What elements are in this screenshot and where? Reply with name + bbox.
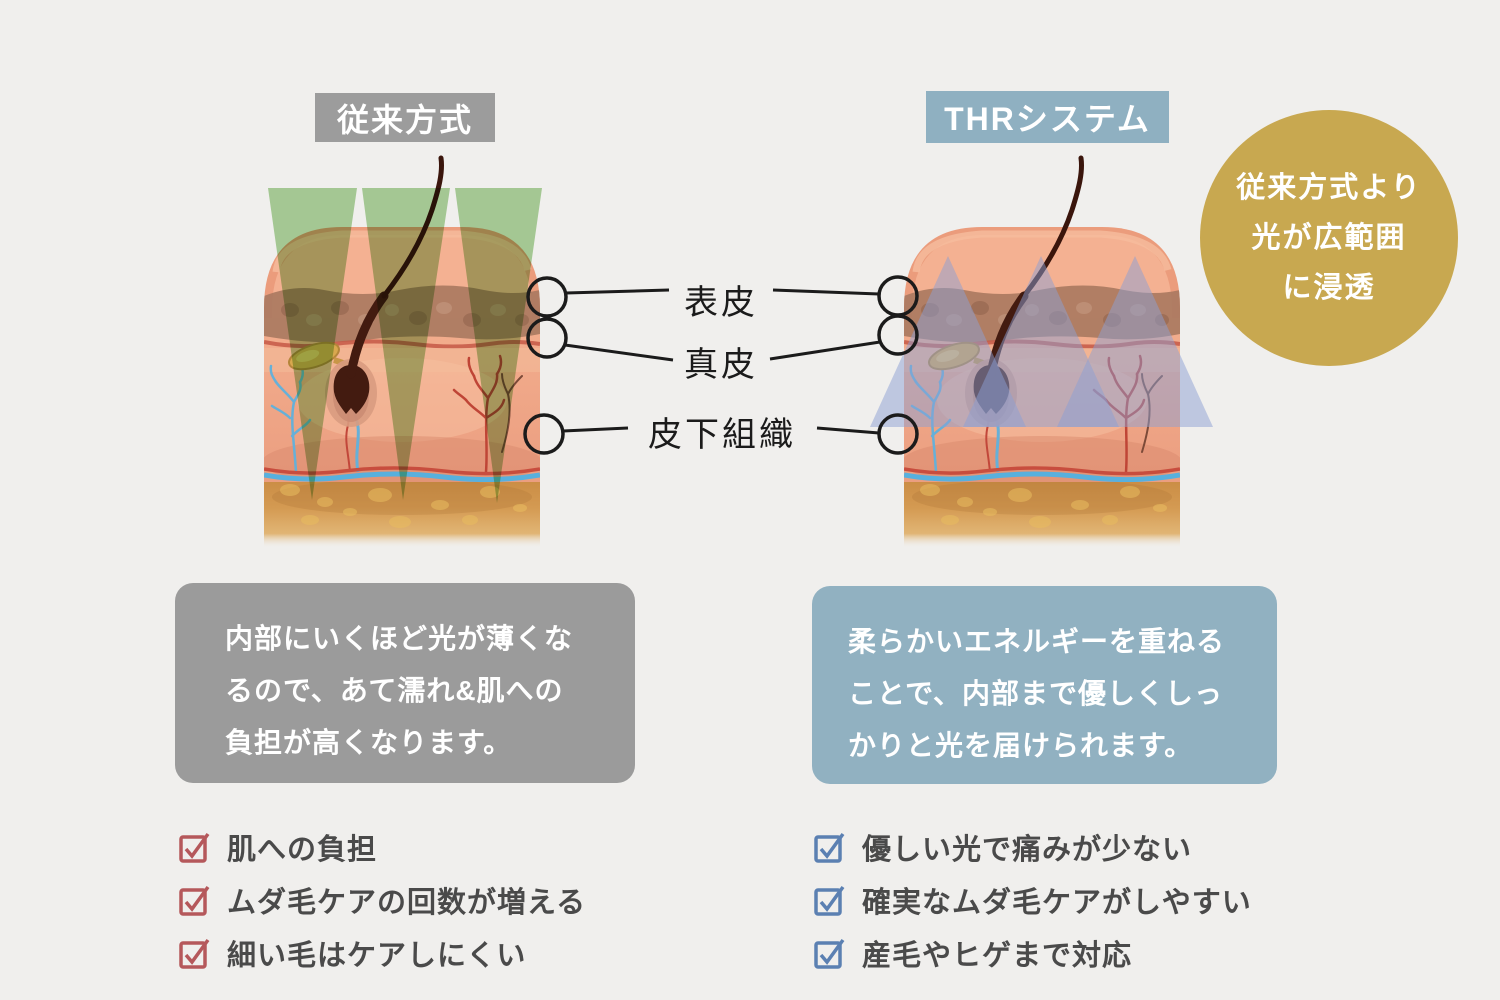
- list-item: 肌への負担: [178, 830, 586, 866]
- thr-description-line-3: かりと光を届けられます。: [848, 730, 1194, 761]
- list-item: 確実なムダ毛ケアがしやすい: [813, 883, 1252, 919]
- checklist-item-label: 産毛やヒゲまで対応: [862, 940, 1133, 972]
- epidermis-label: 表皮: [684, 284, 758, 322]
- thr-system-title: THRシステム: [926, 91, 1169, 143]
- light-beam-1: [268, 188, 357, 500]
- badge-line-2: 光が広範囲: [1251, 222, 1407, 254]
- checked-checkbox-icon: [814, 938, 845, 969]
- conventional-description-box: 内部にいくほど光が薄くな るので、あて濡れ&肌への 負担が高くなります。: [175, 583, 635, 783]
- list-item: 細い毛はケアしにくい: [178, 936, 586, 972]
- checklist-item-label: 肌への負担: [227, 834, 378, 866]
- light-beam-3: [455, 188, 542, 503]
- conventional-method-title-text: 従来方式: [336, 101, 473, 138]
- list-item: ムダ毛ケアの回数が増える: [178, 883, 586, 919]
- thr-system-title-text: THRシステム: [944, 101, 1151, 137]
- wide-beam-3: [1057, 256, 1213, 427]
- checked-checkbox-icon: [814, 885, 845, 916]
- checked-checkbox-icon: [814, 832, 845, 863]
- conventional-description-line-2: るので、あて濡れ&肌への: [225, 675, 564, 706]
- conventional-method-title: 従来方式: [315, 93, 495, 142]
- wide-light-triangles: [870, 256, 1213, 427]
- subcutaneous-line-left: [562, 426, 629, 433]
- thr-description-line-2: ことで、内部まで優しくしっ: [848, 678, 1224, 709]
- checked-checkbox-icon: [179, 885, 210, 916]
- list-item: 産毛やヒゲまで対応: [813, 936, 1252, 972]
- narrow-light-beams: [268, 188, 542, 503]
- checklist-item-label: 優しい光で痛みが少ない: [862, 834, 1193, 866]
- subcutaneous-label: 皮下組織: [648, 416, 796, 454]
- conventional-checklist: 肌への負担 ムダ毛ケアの回数が増える 細い毛はケアしにくい: [178, 830, 586, 989]
- checked-checkbox-icon: [179, 832, 210, 863]
- thr-skin-diagram: [870, 150, 1213, 550]
- thr-description-line-1: 柔らかいエネルギーを重ねる: [848, 626, 1226, 657]
- subcutaneous-line-right: [816, 426, 880, 435]
- conventional-description-line-3: 負担が高くなります。: [225, 727, 513, 758]
- checklist-item-label: 確実なムダ毛ケアがしやすい: [862, 887, 1252, 919]
- checklist-item-label: 細い毛はケアしにくい: [227, 940, 527, 972]
- conventional-skin-diagram: [250, 150, 550, 550]
- list-item: 優しい光で痛みが少ない: [813, 830, 1252, 866]
- thr-checklist: 優しい光で痛みが少ない 確実なムダ毛ケアがしやすい 産毛やヒゲまで対応: [813, 830, 1252, 989]
- badge-line-1: 従来方式より: [1236, 172, 1422, 204]
- light-beam-2: [362, 188, 450, 500]
- badge-line-3: に浸透: [1282, 272, 1376, 304]
- checklist-item-label: ムダ毛ケアの回数が増える: [227, 887, 587, 919]
- wide-penetration-badge: 従来方式より 光が広範囲 に浸透: [1200, 110, 1458, 366]
- thr-description-box: 柔らかいエネルギーを重ねる ことで、内部まで優しくしっ かりと光を届けられます。: [812, 586, 1277, 784]
- conventional-description-line-1: 内部にいくほど光が薄くな: [225, 623, 574, 654]
- checked-checkbox-icon: [179, 938, 210, 969]
- dermis-label: 真皮: [684, 346, 758, 384]
